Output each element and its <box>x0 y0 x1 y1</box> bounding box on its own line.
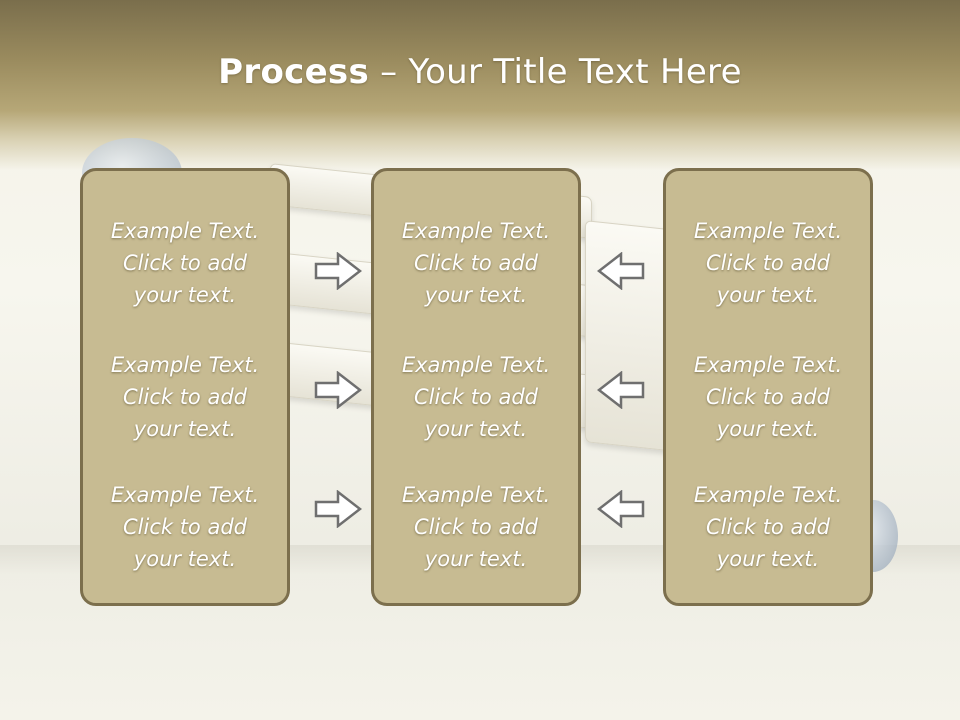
placeholder-line: Example Text. <box>693 483 843 507</box>
process-panel-right[interactable]: Example Text. Click to add your text. Ex… <box>663 168 873 606</box>
text-placeholder[interactable]: Example Text. Click to add your text. <box>666 479 870 575</box>
text-placeholder[interactable]: Example Text. Click to add your text. <box>374 215 578 311</box>
text-placeholder[interactable]: Example Text. Click to add your text. <box>83 215 287 311</box>
placeholder-line: Example Text. <box>110 483 260 507</box>
placeholder-line: Click to add <box>122 515 247 539</box>
placeholder-line: Click to add <box>705 251 830 275</box>
title-rest: – Your Title Text Here <box>369 52 742 92</box>
placeholder-line: Example Text. <box>110 219 260 243</box>
slide-title[interactable]: Process – Your Title Text Here <box>0 52 960 92</box>
arrow-right-icon[interactable] <box>314 252 362 290</box>
arrow-left-icon[interactable] <box>597 252 645 290</box>
placeholder-line: your text. <box>716 283 820 307</box>
process-panel-left[interactable]: Example Text. Click to add your text. Ex… <box>80 168 290 606</box>
text-placeholder[interactable]: Example Text. Click to add your text. <box>83 349 287 445</box>
placeholder-line: Example Text. <box>401 219 551 243</box>
placeholder-line: Example Text. <box>693 353 843 377</box>
arrow-left-icon[interactable] <box>597 371 645 409</box>
placeholder-line: your text. <box>716 417 820 441</box>
text-placeholder[interactable]: Example Text. Click to add your text. <box>666 215 870 311</box>
placeholder-line: your text. <box>424 547 528 571</box>
process-panel-middle[interactable]: Example Text. Click to add your text. Ex… <box>371 168 581 606</box>
arrow-right-icon[interactable] <box>314 490 362 528</box>
placeholder-line: Click to add <box>413 385 538 409</box>
arrow-right-icon[interactable] <box>314 371 362 409</box>
placeholder-line: Click to add <box>413 251 538 275</box>
title-banner <box>0 0 960 170</box>
placeholder-line: Example Text. <box>693 219 843 243</box>
placeholder-line: your text. <box>133 417 237 441</box>
placeholder-line: Click to add <box>122 251 247 275</box>
placeholder-line: Example Text. <box>110 353 260 377</box>
text-placeholder[interactable]: Example Text. Click to add your text. <box>374 479 578 575</box>
placeholder-line: your text. <box>133 547 237 571</box>
placeholder-line: your text. <box>424 283 528 307</box>
text-placeholder[interactable]: Example Text. Click to add your text. <box>374 349 578 445</box>
placeholder-line: Click to add <box>413 515 538 539</box>
placeholder-line: Click to add <box>122 385 247 409</box>
placeholder-line: your text. <box>424 417 528 441</box>
title-bold: Process <box>218 52 370 92</box>
placeholder-line: Example Text. <box>401 483 551 507</box>
placeholder-line: your text. <box>716 547 820 571</box>
text-placeholder[interactable]: Example Text. Click to add your text. <box>666 349 870 445</box>
arrow-left-icon[interactable] <box>597 490 645 528</box>
placeholder-line: Click to add <box>705 385 830 409</box>
placeholder-line: Click to add <box>705 515 830 539</box>
placeholder-line: your text. <box>133 283 237 307</box>
text-placeholder[interactable]: Example Text. Click to add your text. <box>83 479 287 575</box>
placeholder-line: Example Text. <box>401 353 551 377</box>
